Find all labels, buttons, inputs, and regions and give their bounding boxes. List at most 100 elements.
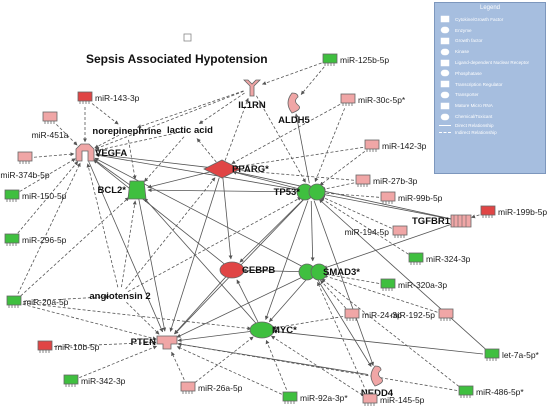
edge-mir-324-3p-to-tp53 (319, 197, 409, 255)
node-tgfbr1[interactable]: TGFBR1 (412, 214, 472, 228)
legend-item-label: Enzyme (455, 27, 472, 33)
node-norepinephrine[interactable]: norepinephrine (92, 126, 161, 137)
edge-mir-125b-5p-to-aldh5 (300, 66, 325, 95)
mirna-icon (380, 191, 396, 204)
mirna-icon (408, 252, 424, 265)
legend-item-label: Phosphatase (455, 70, 482, 76)
legend-item-cytokine-growth-factor: Cytokine/Growth Factor (435, 14, 545, 25)
node-mir-145-5p[interactable]: miR-145-5p (362, 393, 425, 406)
node-mir-374b-5p[interactable]: miR-374b-5p (0, 151, 50, 180)
node-mir-10b-5p[interactable]: miR-10b-5p (37, 340, 100, 353)
edge-il1rn-to-vegfa (94, 90, 244, 150)
node-il1rn[interactable]: IL1RN (238, 79, 266, 111)
edge-smad3-to-myc (268, 278, 308, 323)
node-angiotensin-2[interactable]: angiotensin 2 (89, 291, 150, 302)
node-mir-30c-5p[interactable]: miR-30c-5p* (340, 93, 406, 106)
cytokine-icon (440, 16, 450, 23)
edge-tp53-to-pparg (232, 170, 303, 191)
legend-item-phosphatase: Phosphatase (435, 68, 545, 79)
node-pten[interactable]: PTEN (131, 335, 178, 350)
node-aldh5[interactable]: ALDH5 (278, 92, 311, 126)
node-mir-99b-5p[interactable]: miR-99b-5p (380, 191, 443, 204)
edge-tgfbr1-to-tp53 (321, 192, 453, 220)
phosphatase-icon (156, 335, 178, 350)
node-label-mir-27b-3p: miR-27b-3p (373, 176, 418, 186)
kinase-icon (440, 48, 450, 56)
node-pparg[interactable]: PPARG* (203, 159, 269, 179)
node-smad3[interactable]: SMAD3* (298, 263, 360, 281)
edge-cebpb-to-vegfa (93, 159, 226, 265)
node-mir-486-5p[interactable]: miR-486-5p* (458, 385, 524, 398)
legend-line-indirect-relationship: Indirect Relationship (435, 129, 545, 136)
node-lactic-acid[interactable]: lactic acid (167, 125, 213, 136)
node-mir-92a-3p[interactable]: miR-92a-3p* (282, 391, 348, 404)
node-label-mir-10b-5p: miR-10b-5p (55, 342, 100, 352)
node-mir-142-3p[interactable]: miR-142-3p (364, 139, 427, 152)
edge-mir-30c-5p-to-tp53 (314, 108, 346, 183)
edge-angiotensin-2-to-pparg (125, 177, 216, 290)
edge-angiotensin-2-to-bcl2 (121, 200, 137, 288)
legend-item-label: Transporter (455, 92, 479, 98)
growth-icon (75, 143, 95, 162)
node-mir-150-5p[interactable]: miR-150-5p (4, 189, 67, 202)
edge-mir-194-5p-to-tp53 (320, 196, 392, 229)
legend-line-label: Direct Relationship (455, 122, 494, 128)
node-mir-143-3p[interactable]: miR-143-3p (77, 91, 140, 104)
legend-item-kinase: Kinase (435, 46, 545, 57)
transporter-icon (127, 180, 147, 200)
node-label-mir-324-3p: miR-324-3p (426, 254, 471, 264)
mirna-icon (4, 189, 20, 202)
tr-single-icon (219, 261, 245, 279)
node-mir-342-3p[interactable]: miR-342-3p (63, 374, 126, 387)
legend-item-label: Transcription Regulator (455, 81, 503, 87)
diagram-title: Sepsis Associated Hypotension (86, 52, 268, 66)
node-label-mir-143-3p: miR-143-3p (95, 93, 140, 103)
mirna-icon (180, 381, 196, 394)
edge-mir-199b-5p-to-tgfbr1 (471, 214, 480, 219)
node-mir-324-3p[interactable]: miR-324-3p (408, 252, 471, 265)
edge-tp53-to-nedd4 (313, 200, 374, 366)
node-bcl2[interactable]: BCL2* (97, 180, 147, 200)
node-label-let-7a-5p: let-7a-5p* (502, 350, 540, 360)
node-label-mir-296-5p: miR-296-5p (22, 235, 67, 245)
edge-mir-24-3p-to-smad3 (320, 279, 347, 309)
edge-mir-26a-5p-to-myc (194, 336, 254, 383)
node-mir-26a-5p[interactable]: miR-26a-5p (180, 381, 243, 394)
node-mir-27b-3p[interactable]: miR-27b-3p (355, 174, 418, 187)
edge-mir-92a-3p-to-pten (176, 346, 282, 395)
node-tp53[interactable]: TP53* (274, 183, 326, 201)
mirna-icon (322, 53, 338, 66)
edge-myc-to-bcl2 (144, 197, 257, 324)
node-nedd4[interactable]: NEDD4 (361, 365, 394, 399)
mirna-icon (37, 340, 53, 353)
node-mir-320a-3p[interactable]: miR-320a-3p (380, 278, 447, 291)
node-mir-20a-5p[interactable]: miR-20a-5p (6, 295, 69, 308)
legend-title: Legend (479, 5, 501, 11)
mirna-icon (77, 91, 93, 104)
edge-angiotensin-2-to-pten (126, 302, 160, 335)
mirna-icon (6, 295, 22, 308)
node-mir-451a[interactable]: miR-451a (32, 111, 69, 140)
node-mir-199b-5p[interactable]: miR-199b-5p (480, 205, 547, 218)
edges-layer (17, 62, 486, 396)
node-vegfa[interactable]: VEGFA (75, 143, 127, 162)
node-mir-296-5p[interactable]: miR-296-5p (4, 233, 67, 246)
node-mir-194-5p[interactable]: miR-194-5p (345, 225, 408, 238)
node-mir-24-3p[interactable]: miR-24-3p (344, 308, 402, 321)
node-myc[interactable]: MYC* (249, 321, 297, 339)
title-marker (183, 33, 192, 42)
node-label-aldh5: ALDH5 (278, 115, 310, 126)
node-mir-192-5p[interactable]: miR-192-5p (391, 308, 454, 321)
node-mir-125b-5p[interactable]: miR-125b-5p (322, 53, 389, 66)
edge-mir-486-5p-to-smad3 (321, 278, 460, 387)
node-label-pparg: PPARG* (232, 164, 269, 175)
edge-pparg-to-il1rn (224, 98, 249, 161)
node-cebpb[interactable]: CEBPB (219, 261, 275, 279)
node-let-7a-5p[interactable]: let-7a-5p* (484, 348, 540, 361)
edge-mir-20a-5p-to-pten (22, 303, 157, 341)
node-label-il1rn: IL1RN (238, 100, 266, 111)
edge-mir-27b-3p-to-pparg (232, 168, 355, 181)
edge-il1rn-to-tp53 (256, 95, 306, 183)
mirna-icon (42, 111, 58, 124)
